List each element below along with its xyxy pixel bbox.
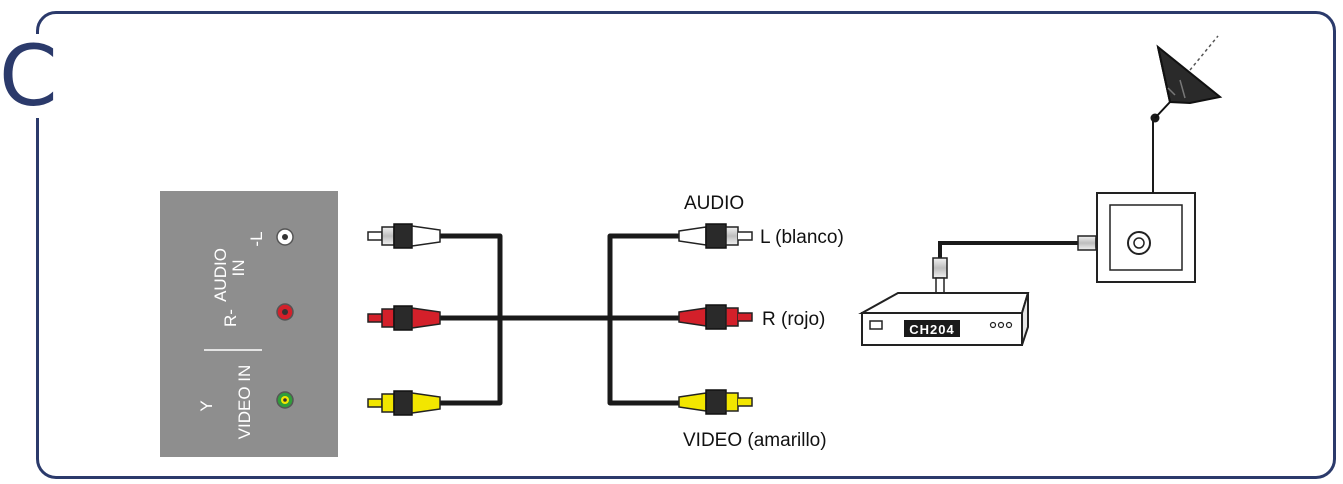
set-top-box: CH204 — [858, 292, 1030, 346]
satellite-dish-icon — [1150, 35, 1223, 193]
panel-in-label: IN — [229, 260, 248, 277]
cable-right-label: R (rojo) — [762, 309, 826, 330]
panel-y-label: Y — [197, 400, 216, 411]
audio-r-jack — [276, 303, 294, 321]
panel-video-in-label: VIDEO IN — [235, 365, 254, 440]
audio-l-jack — [276, 228, 294, 246]
coax-socket-icon — [1127, 231, 1151, 255]
diagram-frame — [36, 11, 1336, 479]
stb-slot-icon — [869, 320, 883, 330]
cable-video-label: VIDEO (amarillo) — [683, 430, 827, 451]
antenna-wall-plate — [1096, 192, 1196, 283]
panel-r-label: R- — [221, 309, 240, 327]
left-yellow-plug — [367, 390, 441, 416]
stb-button — [997, 321, 1005, 329]
step-label: C — [0, 34, 69, 118]
right-yellow-plug — [678, 389, 753, 415]
left-red-plug — [367, 305, 441, 331]
stb-display — [904, 320, 960, 337]
stb-display-text: CH204 — [909, 322, 954, 337]
stb-button — [1005, 321, 1013, 329]
left-white-plug — [367, 223, 441, 249]
panel-audio-label: AUDIO — [211, 248, 230, 302]
cable-left-label: L (blanco) — [760, 227, 844, 248]
video-y-jack — [276, 391, 294, 409]
stb-button — [989, 321, 997, 329]
cable-audio-label: AUDIO — [684, 193, 745, 214]
av-cable — [440, 233, 679, 406]
right-white-plug — [678, 223, 753, 249]
right-red-plug — [678, 304, 753, 330]
panel-l-label: -L — [247, 231, 266, 246]
tv-input-panel — [160, 191, 338, 457]
coax-cable — [932, 235, 1113, 297]
